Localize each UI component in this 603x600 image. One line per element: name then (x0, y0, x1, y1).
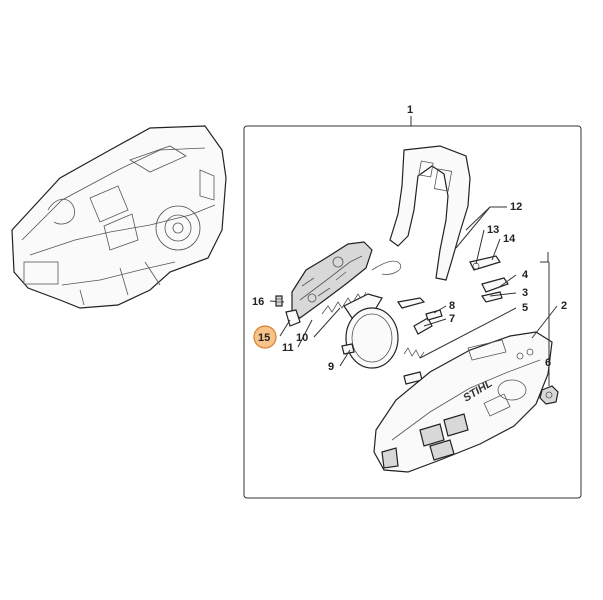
washer-part (413, 317, 433, 335)
screw-part (275, 295, 283, 307)
callout-12[interactable]: 12 (510, 201, 522, 213)
callout-15-highlight[interactable] (253, 325, 277, 349)
callout-7[interactable]: 7 (449, 313, 455, 325)
detail-frame (243, 125, 582, 499)
compression-spring (403, 347, 425, 359)
callout-6[interactable]: 6 (545, 357, 551, 369)
callout-labels: 1 2 3 4 5 6 7 8 9 10 11 12 13 14 15 16 (252, 104, 567, 373)
sprocket-cover: STIHL (373, 331, 553, 473)
pin-part (425, 309, 443, 321)
lever-parts (469, 255, 509, 303)
callout-11[interactable]: 11 (282, 342, 294, 354)
callout-16[interactable]: 16 (252, 296, 264, 308)
callout-2[interactable]: 2 (561, 300, 567, 312)
callout-8[interactable]: 8 (449, 300, 455, 312)
bolt-part (396, 297, 426, 309)
chain-brake-assembly (285, 241, 373, 327)
hand-guard (389, 145, 471, 281)
callout-4[interactable]: 4 (522, 269, 529, 281)
callout-3[interactable]: 3 (522, 287, 528, 299)
spring (321, 260, 402, 315)
brake-band (341, 307, 399, 369)
callout-14[interactable]: 14 (503, 233, 516, 245)
callout-9[interactable]: 9 (328, 361, 334, 373)
brake-lever-part (343, 293, 383, 319)
callout-13[interactable]: 13 (487, 224, 499, 236)
callout-10[interactable]: 10 (296, 332, 308, 344)
engine-overview-illustration (11, 125, 227, 309)
collar-nut (539, 385, 559, 405)
callout-1[interactable]: 1 (407, 104, 413, 116)
callout-5[interactable]: 5 (522, 302, 528, 314)
leader-lines (269, 116, 558, 386)
callout-15[interactable]: 15 (258, 332, 270, 344)
